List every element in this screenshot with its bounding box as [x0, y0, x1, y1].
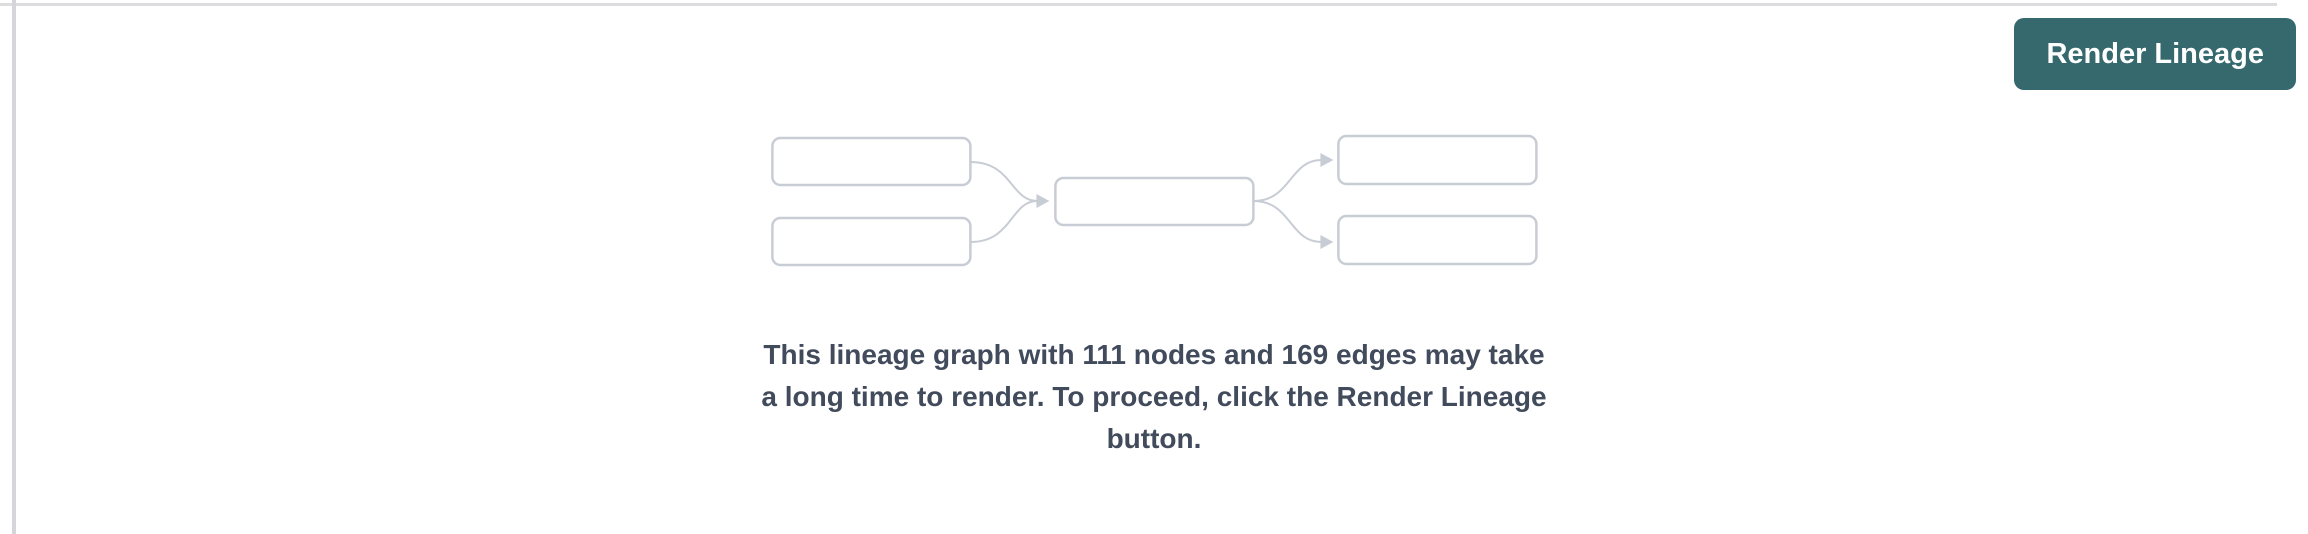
render-warning-text-line: a long time to render. To proceed, click…: [761, 381, 1547, 412]
arrowhead-icon: [1036, 194, 1049, 208]
panel-top-border: [0, 3, 2277, 6]
render-warning-text-line: This lineage graph with 111 nodes and 16…: [763, 339, 1545, 370]
placeholder-node-source-bottom: [770, 216, 972, 267]
placeholder-edge: [969, 200, 1038, 243]
lineage-placeholder-panel: This lineage graph with 111 nodes and 16…: [761, 134, 1547, 460]
placeholder-node-target-top: [1336, 134, 1538, 186]
placeholder-edge: [1252, 200, 1322, 243]
placeholder-node-middle: [1053, 176, 1255, 227]
placeholder-edge: [969, 161, 1038, 202]
arrowhead-icon: [1320, 235, 1333, 249]
arrowhead-icon: [1320, 153, 1333, 167]
render-lineage-button[interactable]: Render Lineage: [2014, 18, 2296, 90]
placeholder-node-target-bottom: [1336, 214, 1538, 266]
render-warning-text: This lineage graph with 111 nodes and 16…: [761, 334, 1546, 460]
placeholder-edge: [1252, 159, 1322, 202]
placeholder-node-source-top: [770, 136, 972, 187]
lineage-placeholder-graphic: [770, 134, 1538, 267]
sidebar-divider: [12, 0, 16, 534]
render-warning-text-line: button.: [1106, 423, 1202, 454]
